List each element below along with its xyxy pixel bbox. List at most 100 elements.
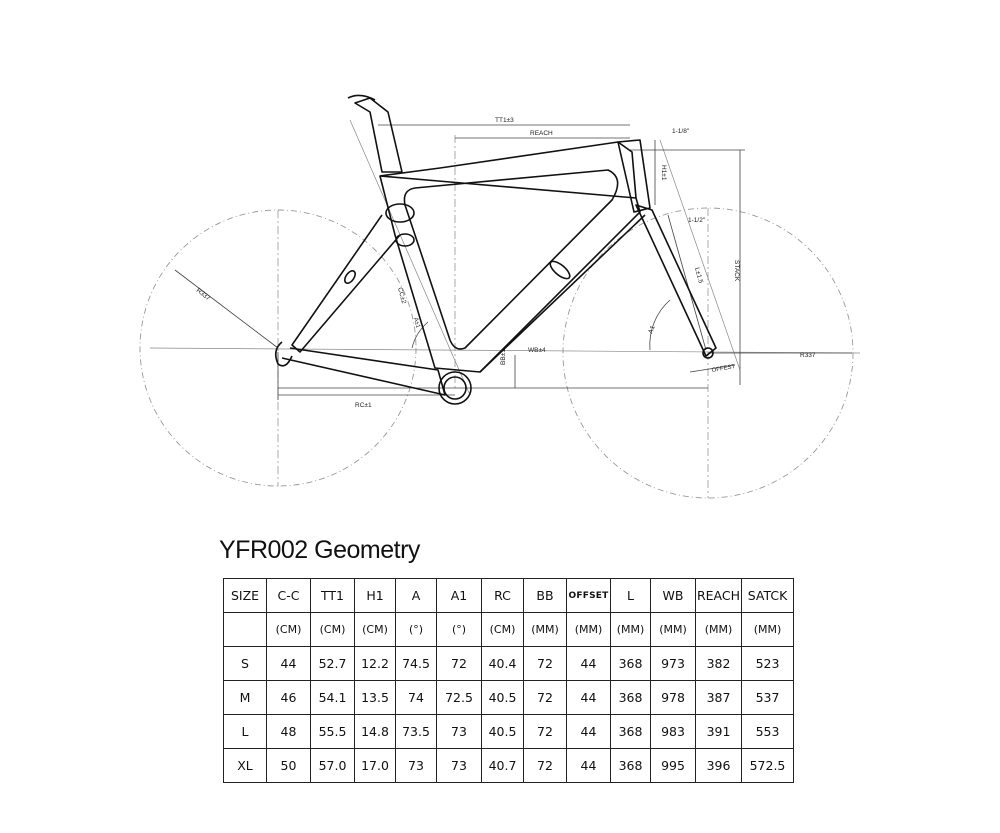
table-cell: 572.5 <box>741 748 794 783</box>
label-h1: H1±1 <box>660 165 667 181</box>
header-cell-rc: RC <box>481 578 524 613</box>
table-cell: 368 <box>610 748 651 783</box>
table-cell: S <box>223 646 267 681</box>
table-cell: 14.8 <box>354 714 396 749</box>
label-steerer-bottom: 1-1/2" <box>688 217 706 224</box>
table-cell: 978 <box>650 680 696 715</box>
unit-cell: (MM) <box>650 612 696 647</box>
table-row-l: L 48 55.5 14.8 73.5 73 40.5 72 44 368 98… <box>223 714 794 749</box>
label-offset: OFFEST <box>711 364 736 374</box>
table-cell: 72 <box>523 680 567 715</box>
unit-cell: (MM) <box>741 612 794 647</box>
header-cell-reach: REACH <box>695 578 742 613</box>
label-r337-rear: R337 <box>195 287 212 302</box>
table-cell: 12.2 <box>354 646 396 681</box>
header-cell-a: A <box>395 578 437 613</box>
table-cell: 523 <box>741 646 794 681</box>
table-cell: 73 <box>436 748 482 783</box>
table-cell: 40.5 <box>481 680 524 715</box>
header-cell-a1: A1 <box>436 578 482 613</box>
table-cell: 74 <box>395 680 437 715</box>
geometry-table: SIZE C-C TT1 H1 A A1 RC BB OFFSET L WB R… <box>223 578 794 783</box>
table-cell: 73 <box>436 714 482 749</box>
table-cell: 44 <box>566 646 611 681</box>
unit-cell: (CM) <box>354 612 396 647</box>
table-cell: 72.5 <box>436 680 482 715</box>
table-cell: 40.7 <box>481 748 524 783</box>
header-cell-wb: WB <box>650 578 696 613</box>
table-cell: 382 <box>695 646 742 681</box>
units-row: (CM) (CM) (CM) (°) (°) (CM) (MM) (MM) (M… <box>223 612 794 647</box>
header-row: SIZE C-C TT1 H1 A A1 RC BB OFFSET L WB R… <box>223 578 794 613</box>
table-cell: 973 <box>650 646 696 681</box>
table-cell: 368 <box>610 680 651 715</box>
table-cell: 40.5 <box>481 714 524 749</box>
table-row-xl: XL 50 57.0 17.0 73 73 40.7 72 44 368 995… <box>223 748 794 783</box>
table-cell: 537 <box>741 680 794 715</box>
table-cell: 553 <box>741 714 794 749</box>
table-cell: 44 <box>566 714 611 749</box>
table-cell: L <box>223 714 267 749</box>
table-cell: 396 <box>695 748 742 783</box>
header-cell-tt1: TT1 <box>310 578 355 613</box>
label-rc: RC±1 <box>355 402 372 409</box>
table-cell: 73 <box>395 748 437 783</box>
table-cell: 57.0 <box>310 748 355 783</box>
table-cell: 368 <box>610 646 651 681</box>
table-cell: 50 <box>266 748 311 783</box>
table-cell: 983 <box>650 714 696 749</box>
table-row-s: S 44 52.7 12.2 74.5 72 40.4 72 44 368 97… <box>223 646 794 681</box>
table-cell: 72 <box>523 714 567 749</box>
table-cell: 55.5 <box>310 714 355 749</box>
table-cell: 46 <box>266 680 311 715</box>
table-cell: 368 <box>610 714 651 749</box>
unit-cell: (°) <box>436 612 482 647</box>
label-wb: WB±4 <box>528 347 546 354</box>
frame-geometry-diagram: TT1±3 REACH 1-1/8" 1-1/2" H1±1 STACK L±1… <box>139 94 861 499</box>
label-reach: REACH <box>530 130 553 137</box>
header-cell-cc: C-C <box>266 578 311 613</box>
unit-cell: (°) <box>395 612 437 647</box>
table-cell: 73.5 <box>395 714 437 749</box>
table-cell: 72 <box>436 646 482 681</box>
table-cell: 44 <box>566 680 611 715</box>
unit-cell: (CM) <box>266 612 311 647</box>
header-cell-bb: BB <box>523 578 567 613</box>
table-cell: M <box>223 680 267 715</box>
unit-cell: (CM) <box>481 612 524 647</box>
header-cell-stack: SATCK <box>741 578 794 613</box>
header-cell-h1: H1 <box>354 578 396 613</box>
label-a1: A1 <box>647 324 656 334</box>
page-title: YFR002 Geometry <box>219 536 420 564</box>
header-cell-offset: OFFSET <box>566 578 611 613</box>
unit-cell <box>223 612 267 647</box>
table-cell: 52.7 <box>310 646 355 681</box>
table-cell: 13.5 <box>354 680 396 715</box>
table-cell: 44 <box>266 646 311 681</box>
table-cell: 74.5 <box>395 646 437 681</box>
label-steerer-top: 1-1/8" <box>672 128 690 135</box>
table-cell: 40.4 <box>481 646 524 681</box>
table-cell: 44 <box>566 748 611 783</box>
table-cell: 17.0 <box>354 748 396 783</box>
label-a: A±1 <box>412 317 421 329</box>
table-cell: 48 <box>266 714 311 749</box>
label-stack: STACK <box>733 260 740 282</box>
table-cell: 72 <box>523 748 567 783</box>
label-r337-front: R337 <box>800 352 816 359</box>
table-cell: 54.1 <box>310 680 355 715</box>
unit-cell: (CM) <box>310 612 355 647</box>
table-row-m: M 46 54.1 13.5 74 72.5 40.5 72 44 368 97… <box>223 680 794 715</box>
header-cell-l: L <box>610 578 651 613</box>
table-cell: 995 <box>650 748 696 783</box>
header-cell-size: SIZE <box>223 578 267 613</box>
label-cc: CC±2 <box>396 287 407 305</box>
unit-cell: (MM) <box>523 612 567 647</box>
table-cell: XL <box>223 748 267 783</box>
unit-cell: (MM) <box>695 612 742 647</box>
label-tt1: TT1±3 <box>495 117 514 124</box>
table-cell: 72 <box>523 646 567 681</box>
label-bb: BB±1 <box>500 349 507 365</box>
table-cell: 387 <box>695 680 742 715</box>
unit-cell: (MM) <box>566 612 611 647</box>
